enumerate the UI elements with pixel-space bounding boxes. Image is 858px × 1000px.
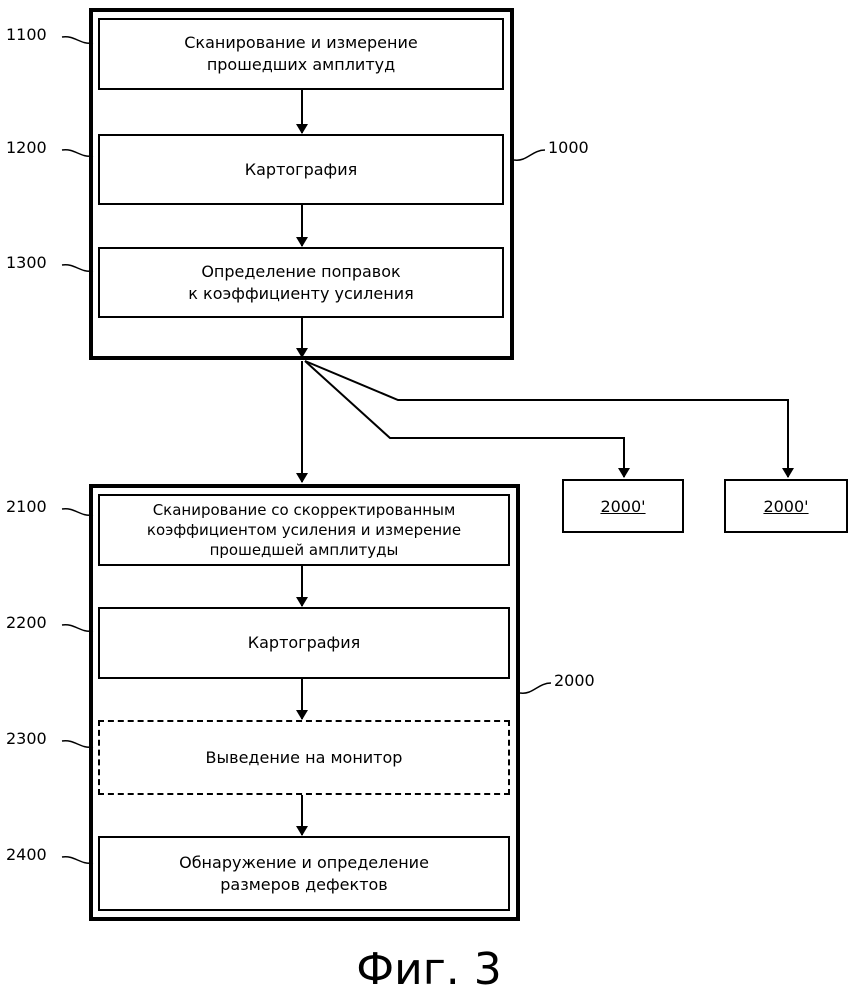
branch-box-2000-prime-1: 2000'	[562, 479, 684, 533]
branch-box-2000-prime-2: 2000'	[724, 479, 848, 533]
ref-1100: 1100	[6, 26, 47, 44]
ref-2100: 2100	[6, 498, 47, 516]
step-2200: Картография	[98, 607, 510, 679]
step-1200: Картография	[98, 134, 504, 205]
ref-1200: 1200	[6, 139, 47, 157]
figure-caption: Фиг. 3	[0, 945, 858, 995]
step-1100: Сканирование и измерение прошедших ампли…	[98, 18, 504, 90]
step-2100: Сканирование со скорректированным коэффи…	[98, 494, 510, 566]
ref-2300: 2300	[6, 730, 47, 748]
ref-2400: 2400	[6, 846, 47, 864]
step-1300: Определение поправок к коэффициенту усил…	[98, 247, 504, 318]
leader-1000	[514, 150, 545, 160]
ref-2200: 2200	[6, 614, 47, 632]
branch-line-2	[305, 361, 788, 477]
step-2400: Обнаружение и определение размеров дефек…	[98, 836, 510, 911]
step-2300: Выведение на монитор	[98, 720, 510, 795]
ref-1000: 1000	[548, 139, 589, 157]
ref-1300: 1300	[6, 254, 47, 272]
branch-line-1	[305, 361, 624, 477]
leader-2000	[520, 683, 551, 693]
ref-2000: 2000	[554, 672, 595, 690]
